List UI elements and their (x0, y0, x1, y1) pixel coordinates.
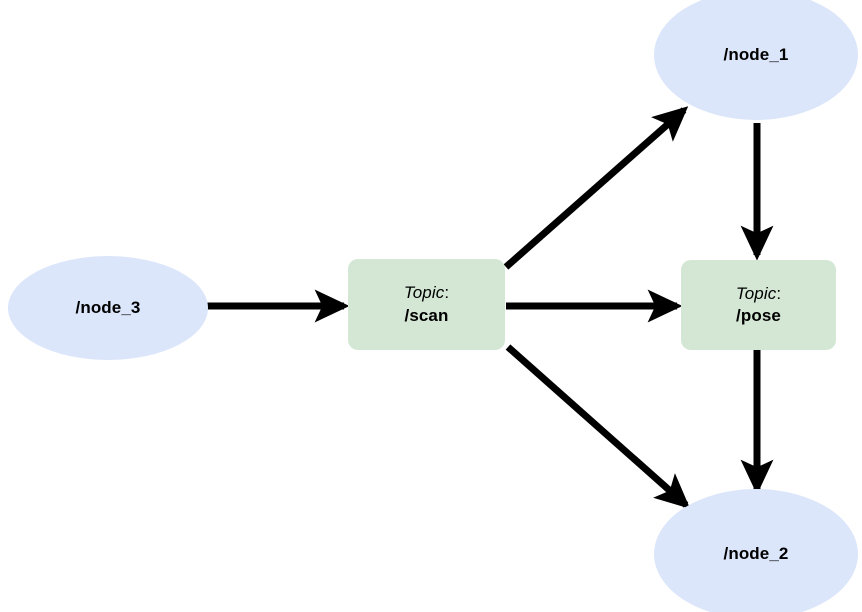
topic-scan-name: /scan (404, 305, 449, 325)
node-2-label: /node_2 (723, 543, 789, 563)
node-node-3[interactable]: /node_3 (8, 256, 208, 360)
node-node-2[interactable]: /node_2 (654, 489, 858, 612)
node-node-1[interactable]: /node_1 (654, 0, 858, 120)
node-1-label: /node_1 (723, 44, 789, 64)
topic-scan-kind: Topic (403, 283, 445, 303)
topic-pose[interactable]: Topic: /pose (681, 260, 836, 350)
edge-scan-to-node2 (505, 344, 691, 509)
topic-scan-label: Topic: /scan (404, 282, 449, 327)
edge-scan-to-node1 (503, 106, 689, 270)
topic-scan[interactable]: Topic: /scan (348, 259, 505, 350)
topic-pose-colon: : (776, 283, 782, 303)
topic-pose-label: Topic: /pose (736, 283, 781, 328)
node-3-label: /node_3 (75, 297, 141, 317)
topic-scan-colon: : (444, 283, 450, 303)
topic-pose-kind: Topic (735, 283, 777, 303)
topic-pose-name: /pose (736, 306, 781, 325)
